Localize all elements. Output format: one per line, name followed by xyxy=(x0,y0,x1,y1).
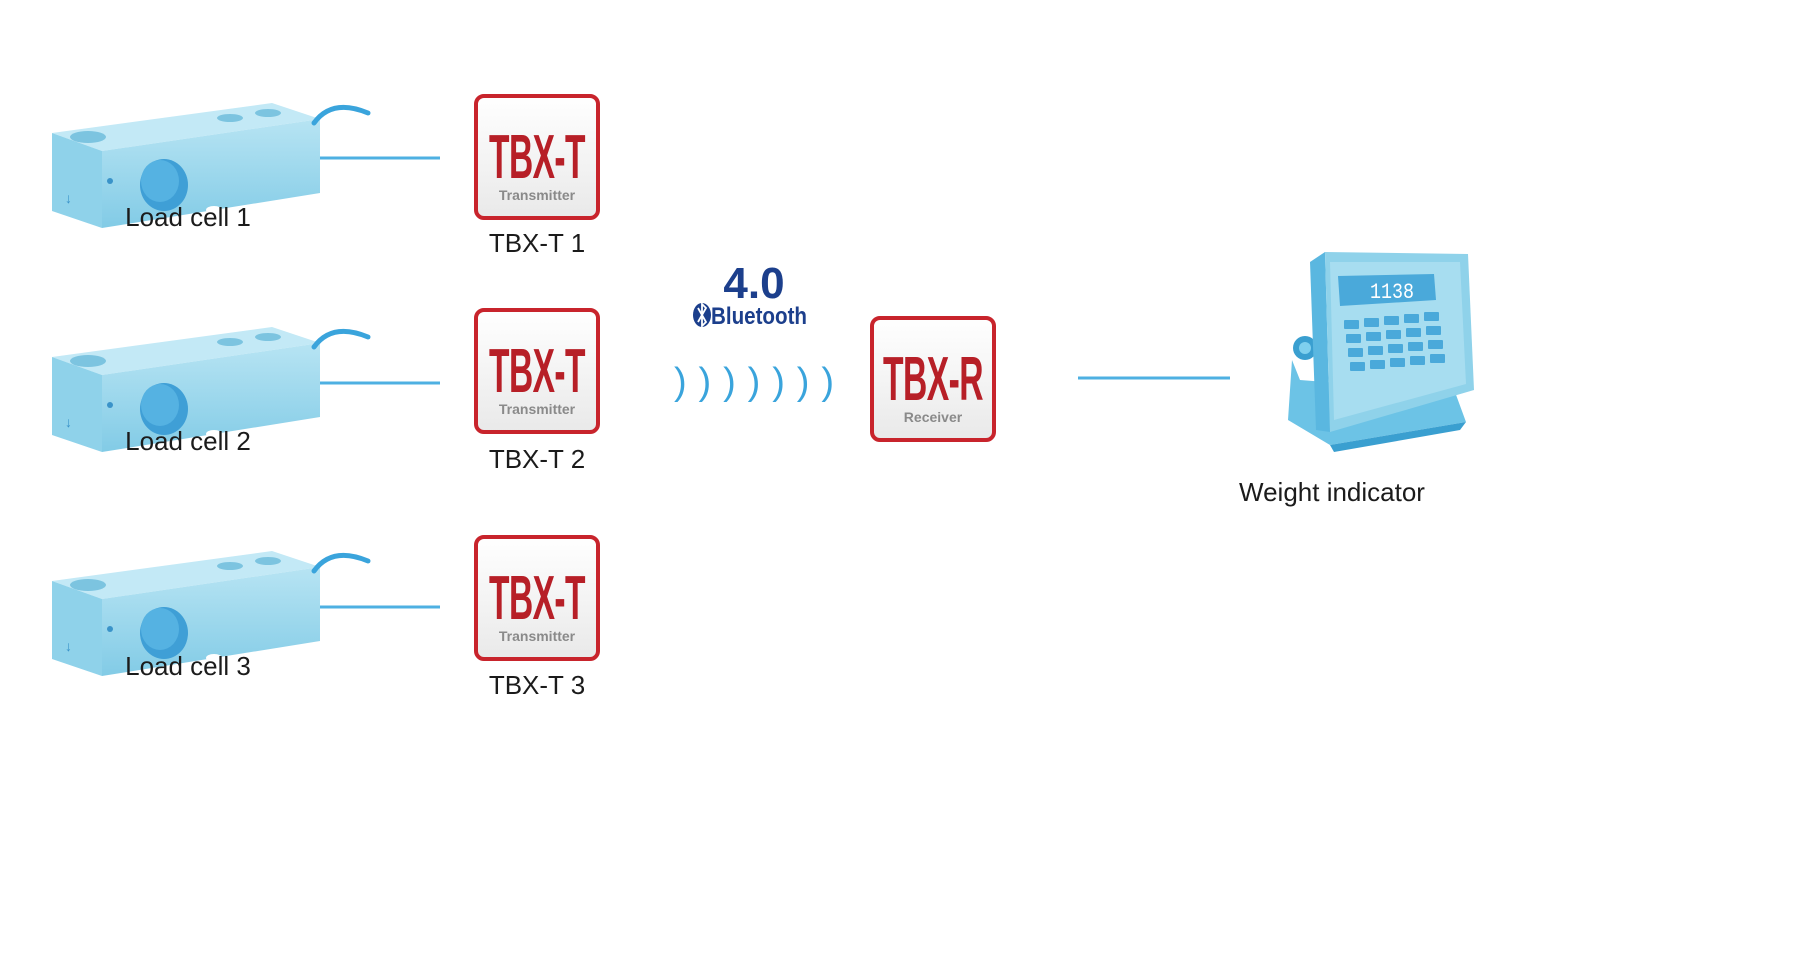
bluetooth-word: Bluetooth xyxy=(711,303,807,330)
receiver-subtitle: Receiver xyxy=(904,409,963,425)
transmitter-subtitle: Transmitter xyxy=(499,628,576,644)
transmitter-label: TBX-T 3 xyxy=(489,670,585,700)
transmitter-1: TBX-T Transmitter TBX-T 1 xyxy=(474,94,600,258)
load-cell-1: Load cell 1 xyxy=(52,103,368,232)
transmitter-3: TBX-T Transmitter TBX-T 3 xyxy=(474,535,600,700)
transmitter-title: TBX-T xyxy=(489,123,586,192)
transmitter-label: TBX-T 2 xyxy=(489,444,585,474)
bluetooth-logo: 4.0 Bluetooth xyxy=(693,259,807,330)
transmitter-2: TBX-T Transmitter TBX-T 2 xyxy=(474,308,600,474)
transmitter-title: TBX-T xyxy=(489,337,586,406)
weight-indicator-icon: 1138 xyxy=(1288,252,1474,452)
load-cell-label: Load cell 1 xyxy=(125,202,251,232)
transmitter-title: TBX-T xyxy=(489,564,586,633)
wireless-signal-icon: ))))))) xyxy=(674,361,834,403)
bluetooth-icon xyxy=(693,301,711,329)
keypad-icon xyxy=(1344,312,1445,371)
bluetooth-version: 4.0 xyxy=(723,259,784,308)
weight-indicator-label: Weight indicator xyxy=(1239,477,1425,507)
transmitter-subtitle: Transmitter xyxy=(499,187,576,203)
receiver-title: TBX-R xyxy=(883,345,983,414)
weight-indicator: 1138 xyxy=(1239,252,1474,507)
receiver: TBX-R Receiver xyxy=(870,316,996,442)
transmitter-label: TBX-T 1 xyxy=(489,228,585,258)
transmitter-subtitle: Transmitter xyxy=(499,401,576,417)
load-cell-3: Load cell 3 xyxy=(52,551,368,681)
load-cell-label: Load cell 3 xyxy=(125,651,251,681)
load-cell-label: Load cell 2 xyxy=(125,426,251,456)
load-cell-2: Load cell 2 xyxy=(52,327,368,456)
indicator-display: 1138 xyxy=(1370,280,1414,305)
